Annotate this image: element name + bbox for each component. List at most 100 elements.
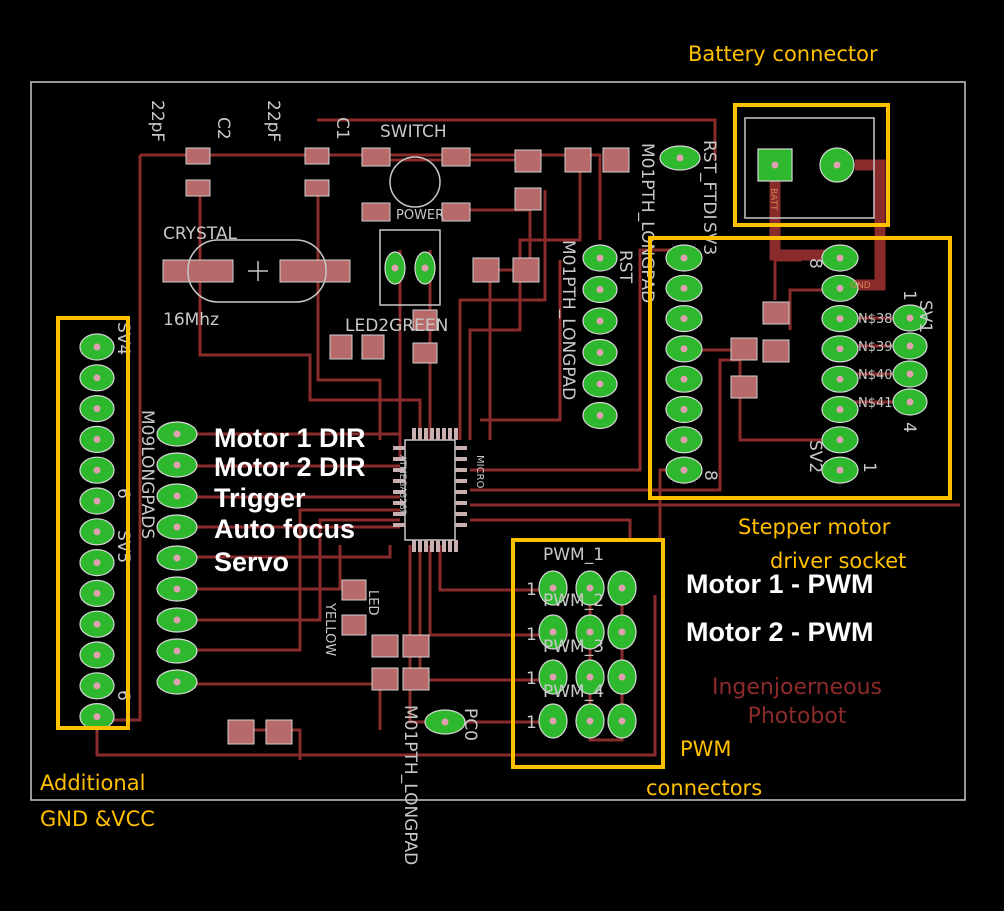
pwm2-label: PWM_2 xyxy=(543,591,604,611)
pin1-label: 1 xyxy=(526,713,537,733)
chip-pin xyxy=(393,446,405,450)
chip-pin xyxy=(442,540,446,552)
led2-label: LED2GREEN xyxy=(345,316,448,336)
pad xyxy=(79,518,115,546)
motor1-pwm-label: Motor 1 - PWM xyxy=(686,569,873,599)
chip-pin xyxy=(393,457,405,461)
pad xyxy=(414,251,436,285)
stepper-box xyxy=(648,236,952,500)
pad xyxy=(821,305,859,333)
pad xyxy=(892,360,928,388)
pad xyxy=(156,452,198,478)
chip-pin xyxy=(393,479,405,483)
motor1-dir-label: Motor 1 DIR xyxy=(214,423,366,453)
pad xyxy=(79,579,115,608)
pin1-label: 1 xyxy=(859,462,879,473)
smd-pads xyxy=(162,147,790,745)
pc0-header-label: M01PTH_LONGPAD xyxy=(400,705,420,865)
pad xyxy=(821,244,859,272)
chip-pin xyxy=(455,512,467,516)
chip-pin xyxy=(442,428,446,440)
micro-label: MICRO xyxy=(474,455,485,489)
pad xyxy=(575,703,605,739)
pad xyxy=(892,332,928,360)
pad xyxy=(892,388,928,416)
pad xyxy=(156,483,198,509)
chip-pin xyxy=(393,501,405,505)
pwm3-label: PWM_3 xyxy=(543,637,604,657)
chip-pin xyxy=(436,540,440,552)
pin6-label: 6 xyxy=(113,488,133,499)
c2-name-label: C2 xyxy=(213,117,233,140)
chip-pin xyxy=(455,501,467,505)
chip-pin xyxy=(454,540,458,552)
pad xyxy=(79,364,115,392)
sv1-label: SV1 xyxy=(915,300,935,333)
c1-value-label: 22pF xyxy=(263,100,283,142)
pad xyxy=(821,395,859,424)
pad xyxy=(156,669,198,695)
gnd-annotation-1: Additional xyxy=(40,771,145,795)
chip-pin xyxy=(393,523,405,527)
pad xyxy=(575,614,605,650)
pad xyxy=(819,147,855,183)
sv2-label: SV2 xyxy=(805,440,825,473)
pad xyxy=(538,570,568,606)
pad xyxy=(79,610,115,638)
ftdi-header-label: M01PTH_LONGPAD xyxy=(637,143,657,303)
gnd-vcc-box xyxy=(56,316,130,730)
annotations: Battery connector Stepper motor driver s… xyxy=(40,42,906,831)
battery-outline xyxy=(744,117,875,219)
pad xyxy=(575,659,605,695)
trigger-label: Trigger xyxy=(214,483,306,513)
pad xyxy=(538,614,568,650)
chip-pin xyxy=(424,540,428,552)
chip-pin xyxy=(430,540,434,552)
net-label: N$39 xyxy=(858,340,893,355)
battery-box xyxy=(733,103,890,227)
pad xyxy=(79,425,115,453)
chip-pin xyxy=(455,457,467,461)
brand-line2: Photobot xyxy=(748,704,847,729)
brand-line1: Ingenjoerneous xyxy=(712,675,882,700)
pad xyxy=(665,365,703,393)
crystal-freq-label: 16Mhz xyxy=(163,310,219,330)
led2-outline xyxy=(379,229,441,306)
pad xyxy=(607,703,637,739)
pin1-label: 1 xyxy=(899,290,919,301)
pad xyxy=(582,307,618,335)
m09-label: M09LONGPADS xyxy=(137,410,157,539)
microcontroller-chip xyxy=(393,428,467,552)
chip-pin xyxy=(454,428,458,440)
pin4-label: 4 xyxy=(899,422,919,433)
chip-pin xyxy=(430,428,434,440)
chip-pin xyxy=(418,540,422,552)
pin1-label: 1 xyxy=(526,580,537,600)
pad xyxy=(156,514,198,540)
chip-pin xyxy=(455,523,467,527)
pad xyxy=(582,244,618,272)
pad xyxy=(821,456,859,484)
pad xyxy=(424,709,466,735)
chip-pin xyxy=(393,468,405,472)
chip-label: ATMEGA328P xyxy=(397,455,407,516)
pad xyxy=(384,251,406,285)
chip-pin xyxy=(448,540,452,552)
pad xyxy=(156,638,198,664)
crystal-label: CRYSTAL xyxy=(163,224,237,244)
pad xyxy=(582,401,618,430)
pad xyxy=(79,333,115,361)
pwm-box xyxy=(511,538,665,769)
pad xyxy=(821,274,859,302)
chip-pin xyxy=(393,512,405,516)
batt-label: BATT xyxy=(768,188,778,211)
pad xyxy=(665,274,703,302)
net-label: N$40 xyxy=(858,368,893,383)
led-label: LED xyxy=(365,590,380,615)
pad xyxy=(665,244,703,272)
pwm4-label: PWM_4 xyxy=(543,682,604,702)
pin6-label: 6 xyxy=(113,690,133,701)
pad xyxy=(79,672,115,700)
chip-pin xyxy=(412,428,416,440)
pad xyxy=(156,576,198,602)
